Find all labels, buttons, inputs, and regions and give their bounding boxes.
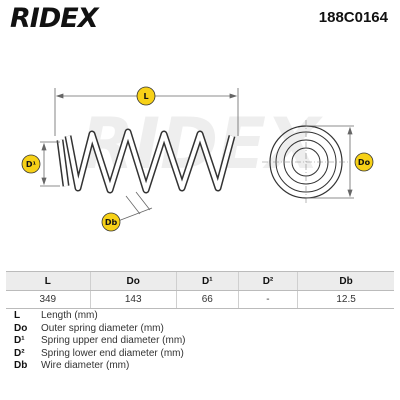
header-outer-diameter: Do: [89, 271, 177, 291]
value-lower-diameter: -: [237, 290, 298, 309]
spec-value-row: 349 143 66 - 12.5: [6, 290, 394, 309]
legend: L Length (mm) Do Outer spring diameter (…: [14, 310, 186, 373]
part-number: 188C0164: [318, 9, 388, 26]
legend-key: Do: [14, 322, 28, 334]
legend-text: Length (mm): [41, 310, 98, 321]
legend-key: D²: [14, 347, 25, 359]
length-label: L: [143, 92, 148, 101]
legend-item: Db Wire diameter (mm): [14, 360, 186, 373]
spec-header-row: L Do D¹ D² Db: [6, 271, 394, 291]
brand-logo: RIDEX: [10, 3, 99, 34]
header-length: L: [6, 271, 91, 291]
legend-text: Spring upper end diameter (mm): [41, 335, 186, 346]
legend-key: Db: [14, 360, 28, 371]
upper-diameter-badge: D¹: [21, 154, 41, 174]
wire-diameter-label: Db: [105, 218, 118, 227]
upper-diameter-label: D¹: [26, 160, 37, 169]
upper-diameter-dimension: [40, 141, 60, 187]
legend-text: Spring lower end diameter (mm): [41, 347, 184, 359]
header-wire-diameter: Db: [297, 271, 394, 291]
header: RIDEX 188C0164: [0, 0, 400, 36]
value-outer-diameter: 143: [89, 290, 177, 309]
value-wire-diameter: 12.5: [297, 290, 394, 309]
spring-drawing: RIDEX L D¹ Db: [21, 86, 374, 232]
legend-text: Wire diameter (mm): [41, 360, 130, 371]
legend-item: D² Spring lower end diameter (mm): [14, 348, 186, 361]
legend-text: Outer spring diameter (mm): [41, 322, 164, 334]
outer-diameter-label: Do: [358, 158, 371, 167]
legend-item: Do Outer spring diameter (mm): [14, 323, 186, 336]
legend-item: D¹ Spring upper end diameter (mm): [14, 335, 186, 348]
value-length: 349: [6, 290, 91, 309]
outer-diameter-dimension: [306, 125, 354, 199]
legend-item: L Length (mm): [14, 310, 186, 323]
spec-table: L Do D¹ D² Db 349 143 66 - 12.5: [6, 271, 394, 309]
spring-coil: [56, 128, 236, 194]
header-lower-diameter: D²: [237, 271, 298, 291]
value-upper-diameter: 66: [175, 290, 239, 309]
wire-diameter-badge: Db: [101, 212, 121, 232]
wire-diameter-dimension: [117, 191, 153, 222]
length-badge: L: [136, 86, 156, 106]
outer-diameter-badge: Do: [354, 152, 374, 172]
legend-key: D¹: [14, 335, 25, 346]
legend-key: L: [14, 310, 21, 321]
header-upper-diameter: D¹: [175, 271, 239, 291]
